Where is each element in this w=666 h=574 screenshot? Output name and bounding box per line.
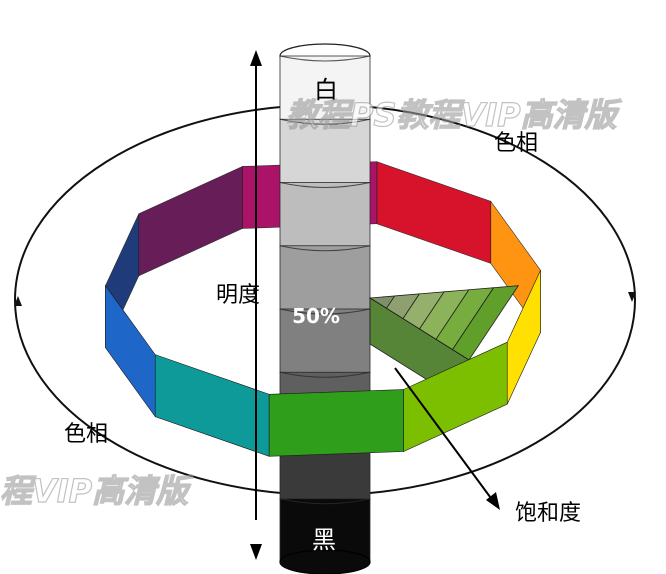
brightness-axis (250, 50, 262, 560)
column-band-separator (279, 182, 371, 188)
label-saturation: 饱和度 (515, 501, 581, 526)
hue-orbit-arrow-left-icon (14, 296, 22, 306)
column-band-separator (279, 371, 371, 378)
brightness-axis-down-arrow-icon (250, 544, 262, 560)
label-black: 黑 (312, 526, 336, 554)
column-band-separator (279, 118, 371, 125)
saturation-pointer-arrow-icon (486, 492, 500, 510)
label-brightness: 明度 (216, 283, 260, 308)
hue-orbit-arrows (14, 292, 636, 306)
label-hue-right: 色相 (494, 131, 538, 156)
saturation-pointer (394, 367, 500, 510)
brightness-column (279, 43, 371, 574)
hue-ring-front (105, 270, 541, 457)
label-white: 白 (314, 76, 338, 104)
column-band-separator (279, 245, 371, 252)
hue-ring-segment (138, 166, 243, 277)
hue-ring-segment (154, 354, 270, 457)
column-band (279, 55, 371, 121)
watermark-bottom: 程VIP高清版 (0, 472, 194, 510)
column-band (279, 308, 371, 374)
hue-ring-segment (105, 284, 156, 418)
column-band (279, 182, 371, 248)
column-band (279, 245, 371, 311)
label-percent: 50% (292, 304, 340, 328)
column-band (279, 118, 371, 184)
column-band-separator (279, 55, 371, 62)
watermarks: 教程PS教程VIP高清版 程VIP高清版 (0, 95, 623, 510)
watermark-top: 教程PS教程VIP高清版 (286, 96, 623, 134)
column-band-separator (279, 498, 371, 505)
hue-ring-segment (268, 389, 404, 457)
label-hue-left: 色相 (64, 422, 108, 447)
column-band-separator (279, 308, 371, 315)
hue-ring-segment (376, 161, 492, 264)
labels: 白 色相 明度 50% 色相 饱和度 黑 (64, 76, 581, 554)
column-bottom-cap (279, 549, 371, 574)
brightness-axis-up-arrow-icon (250, 50, 262, 66)
hue-orbit-arrow-right-icon (628, 292, 636, 302)
